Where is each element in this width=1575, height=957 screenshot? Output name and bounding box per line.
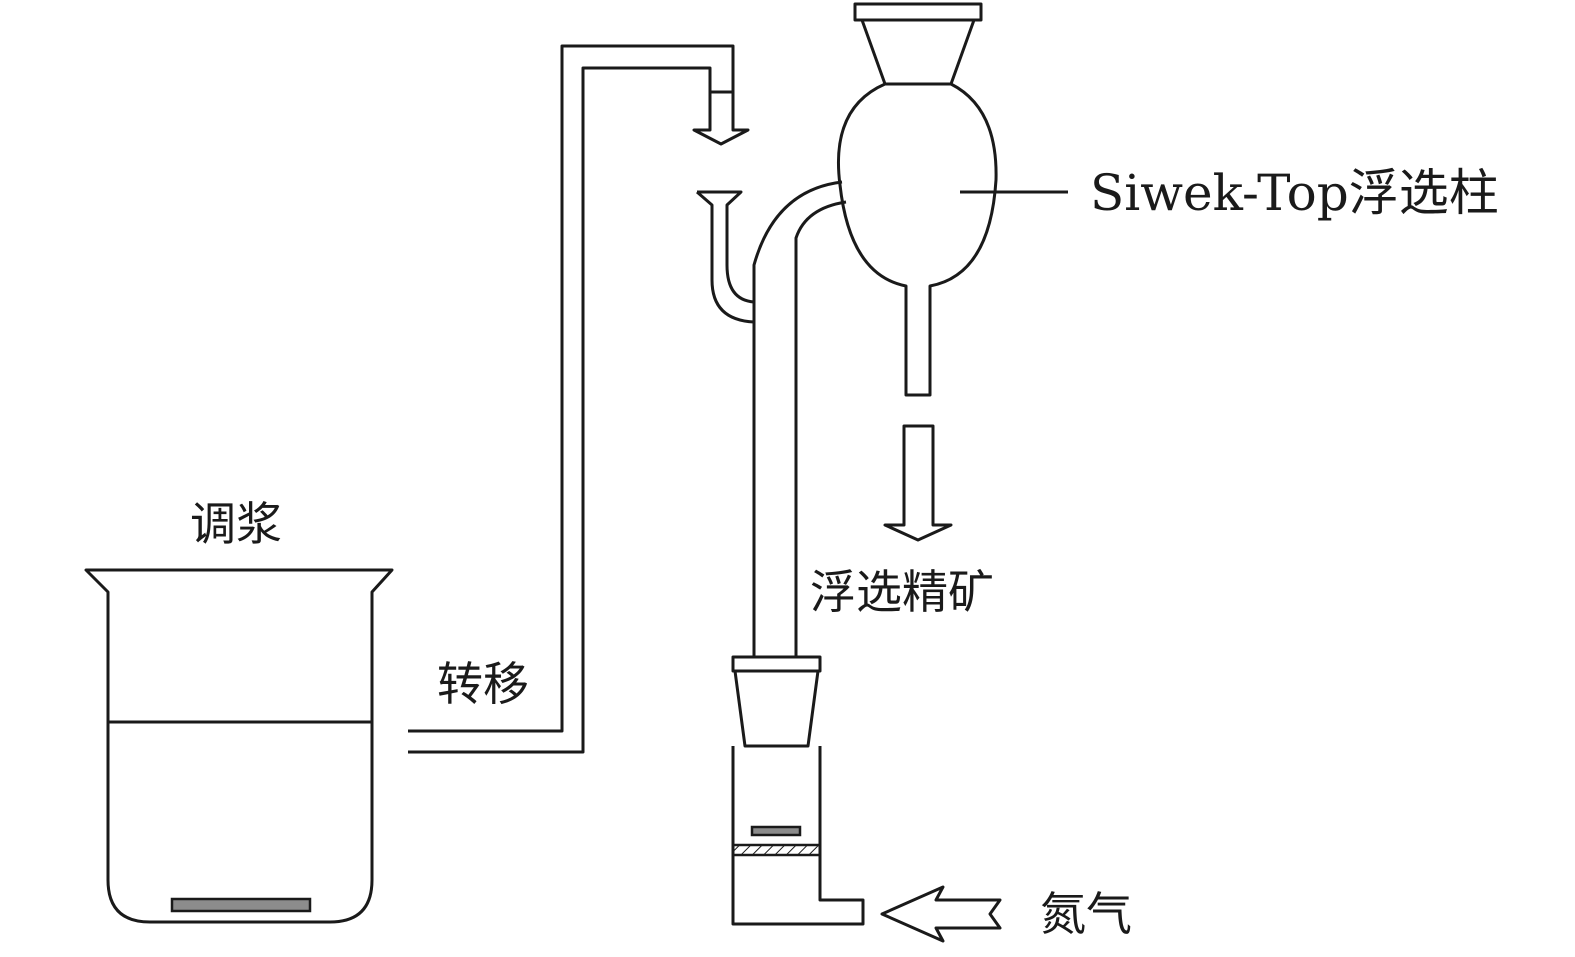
concentrate-down-arrow-icon: [883, 424, 953, 542]
feed-funnel: [696, 190, 755, 324]
column-tube-right: [794, 200, 847, 660]
conditioning-label: 调浆: [190, 497, 282, 551]
gas-inlet-assembly: [731, 655, 865, 926]
transfer-label: 转移: [437, 657, 529, 711]
transfer-tube-outer: [408, 44, 735, 733]
nitrogen-left-arrow-icon: [880, 885, 1002, 943]
bulb-top-cap: [853, 2, 983, 22]
transfer-tube-inner: [408, 66, 712, 754]
lower-stir-bar: [750, 825, 802, 837]
column-bulb: [836, 2, 998, 397]
stir-bar: [170, 897, 312, 913]
beaker-outline: [84, 568, 394, 924]
nitrogen-label: 氮气: [1040, 887, 1132, 941]
bulb-top-cone: [860, 18, 976, 86]
frit-plate: [731, 843, 822, 857]
bulb-body: [836, 82, 998, 397]
lower-cone: [733, 669, 820, 748]
transfer-down-arrow-icon: [692, 90, 750, 146]
lower-cap: [731, 655, 822, 673]
feed-funnel-inner: [696, 190, 755, 324]
transfer-tube: [408, 44, 735, 754]
column-tube-left: [752, 180, 843, 660]
flotation-column-tube: [752, 180, 847, 660]
conditioning-beaker: [84, 568, 394, 924]
concentrate-label: 浮选精矿: [810, 565, 994, 619]
lower-chamber: [731, 746, 865, 926]
column-label: Siwek-Top浮选柱: [1090, 164, 1499, 222]
feed-funnel-outer: [697, 190, 755, 304]
